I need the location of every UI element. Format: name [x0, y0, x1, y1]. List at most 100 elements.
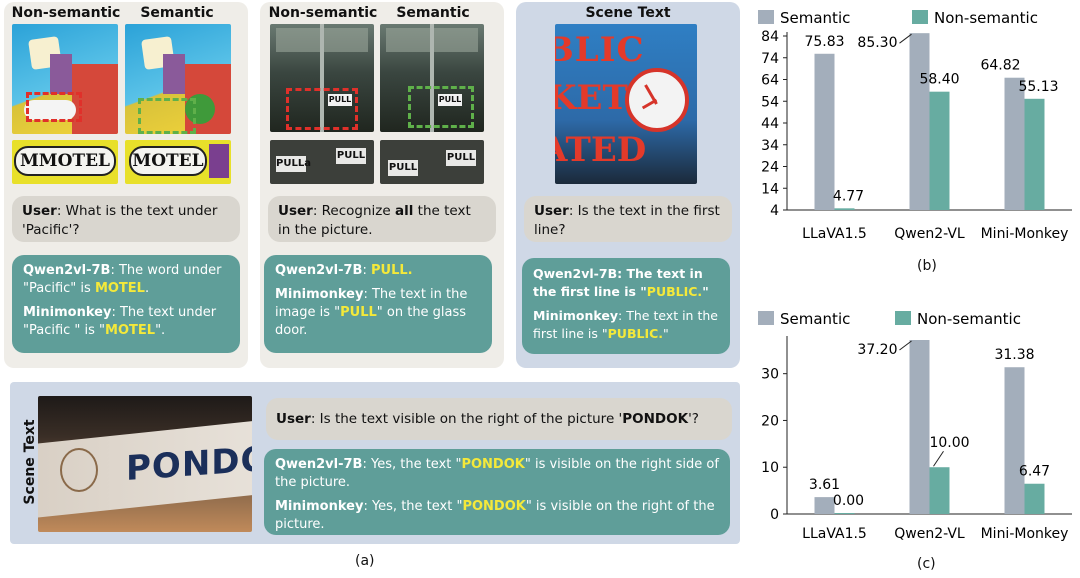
legend-swatch — [912, 10, 928, 24]
p3-user-bubble: User: Is the text in the first line? — [524, 196, 732, 242]
bar-semantic — [909, 340, 930, 514]
p1-user-label: User — [22, 203, 57, 219]
bar-semantic — [1004, 367, 1025, 514]
y-tick-label: 44 — [761, 116, 779, 132]
data-label: 6.47 — [1019, 464, 1050, 480]
p2-model1-text: : — [362, 263, 371, 278]
pull-sign-right: PULL — [438, 94, 462, 106]
data-label: 58.40 — [919, 72, 959, 88]
public-market-photo: BLIC KET ATED — [555, 24, 697, 184]
crop-text-mmotel: MMOTEL — [14, 146, 116, 176]
legend-label: Non-semantic — [917, 310, 1021, 328]
y-tick-label: 84 — [761, 29, 779, 45]
y-tick-label: 54 — [761, 94, 779, 110]
p4-model2-post: " is visible on the right of the picture… — [275, 499, 715, 532]
crop-pull-3: PULL — [446, 150, 476, 166]
bar-non-semantic — [834, 208, 855, 210]
p1-model1-text: : The word under "Pacific" is — [23, 263, 222, 296]
p3-model2-text: : The text in the first line is " — [533, 308, 718, 341]
data-label: 0.00 — [833, 493, 864, 509]
p4-model1-label: Qwen2vl-7B — [275, 457, 363, 472]
data-label-leader — [933, 450, 944, 467]
p4-user-label: User — [276, 411, 311, 427]
data-label-leader — [899, 33, 912, 44]
p2-model1-highlight: PULL. — [370, 263, 413, 278]
door-crop-left: PULLa PULL — [270, 140, 374, 184]
data-label: 4.77 — [833, 188, 864, 204]
bar-semantic — [909, 33, 930, 210]
legend-swatch — [895, 311, 911, 325]
p3-model2-highlight: PUBLIC. — [607, 326, 664, 341]
p2-header-non-semantic: Non-semantic — [268, 5, 378, 21]
p2-user-label: User — [278, 203, 313, 219]
pull-sign-left: PULL — [328, 94, 352, 106]
p2-model2-text: : The text in the image is " — [275, 287, 468, 320]
p4-user-bold: PONDOK — [622, 411, 689, 427]
x-category-label: LLaVA1.5 — [802, 526, 867, 542]
green-dashed-box-door — [408, 86, 474, 128]
y-tick-label: 10 — [761, 460, 779, 476]
y-tick-label: 0 — [770, 507, 779, 523]
p4-model1-text: : Yes, the text " — [362, 457, 462, 472]
p1-model2-label: Minimonkey — [23, 305, 112, 320]
y-tick-label: 30 — [761, 367, 779, 383]
data-label: 10.00 — [929, 435, 969, 451]
p3-header: Scene Text — [585, 5, 671, 21]
p1-model2-post: ". — [155, 323, 166, 338]
p4-model1-highlight: PONDOK — [461, 457, 525, 472]
p4-model2-label: Minimonkey — [275, 499, 364, 514]
y-tick-label: 4 — [770, 203, 779, 219]
p3-model1-label: Qwen2vl-7B — [533, 266, 618, 281]
p3-user-label: User — [534, 203, 569, 219]
legend-label: Non-semantic — [934, 9, 1038, 27]
y-tick-label: 14 — [761, 181, 779, 197]
p1-model1-label: Qwen2vl-7B — [23, 263, 111, 278]
legend-label: Semantic — [780, 9, 850, 27]
p4-model2-text: : Yes, the text " — [363, 499, 463, 514]
sign-line-1: BLIC — [555, 30, 645, 70]
data-label: 3.61 — [809, 477, 840, 493]
legend-swatch — [758, 311, 774, 325]
p3-model1-highlight: PUBLIC. — [646, 284, 703, 299]
legend-label: Semantic — [780, 310, 850, 328]
p3-model2-label: Minimonkey — [533, 308, 619, 323]
clock-icon — [625, 68, 689, 132]
p2-header-semantic: Semantic — [396, 5, 470, 21]
p4-user-post: '? — [688, 411, 699, 427]
p2-model-bubble: Qwen2vl-7B: PULL. Minimonkey: The text i… — [264, 255, 492, 353]
door-photo-right: PULL — [380, 24, 484, 132]
p4-model2-highlight: PONDOK — [462, 499, 526, 514]
data-label: 85.30 — [857, 35, 897, 51]
red-dashed-box-door — [286, 88, 358, 130]
red-dashed-box — [26, 92, 82, 122]
y-tick-label: 74 — [761, 51, 779, 67]
y-tick-label: 24 — [761, 160, 779, 176]
p1-model2-highlight: MOTEL — [105, 323, 156, 338]
pondok-photo: PONDO — [38, 396, 252, 532]
p1-user-bubble: User: What is the text under 'Pacific'? — [12, 196, 240, 242]
p2-model2-highlight: PULL — [340, 305, 377, 320]
crop-pulla: PULLa — [276, 156, 311, 172]
caption-c: (c) — [917, 556, 936, 572]
emblem-icon — [60, 448, 98, 492]
y-tick-label: 64 — [761, 73, 779, 89]
p2-user-bold: all — [394, 203, 414, 219]
p4-model1-post: " is visible on the right side of the pi… — [275, 457, 719, 490]
data-label: 75.83 — [804, 34, 844, 50]
data-label: 55.13 — [1018, 79, 1058, 95]
bar-non-semantic — [1024, 483, 1045, 514]
crop-pull-2: PULL — [388, 160, 418, 176]
caption-a: (a) — [355, 553, 375, 569]
motel-photo-right — [125, 24, 231, 134]
x-category-label: Qwen2-VL — [894, 526, 965, 542]
p1-model-bubble: Qwen2vl-7B: The word under "Pacific" is … — [12, 255, 240, 353]
data-label: 37.20 — [857, 342, 897, 358]
p1-header-semantic: Semantic — [140, 5, 214, 21]
p1-header-non-semantic: Non-semantic — [11, 5, 121, 21]
door-crop-right: PULL PULL — [380, 140, 484, 184]
p4-user-text: : Is the text visible on the right of th… — [310, 411, 623, 427]
p2-user-post: the text in the picture. — [278, 203, 471, 238]
bar-semantic — [1004, 77, 1025, 211]
x-category-label: Qwen2-VL — [894, 226, 965, 242]
